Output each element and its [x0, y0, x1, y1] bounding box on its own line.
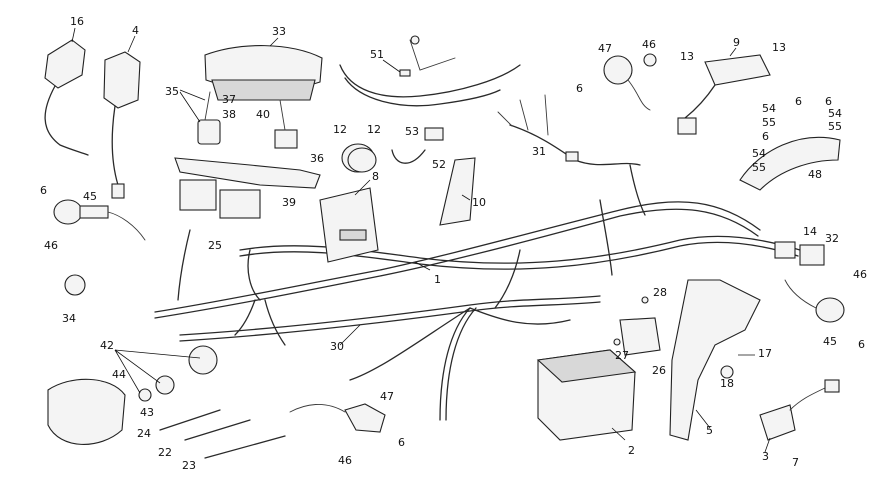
callout-53: 53 — [405, 125, 419, 138]
callout-51: 51 — [370, 48, 384, 61]
connector-block-25 — [179, 179, 261, 219]
callout-10: 10 — [472, 196, 486, 209]
callout-46-right: 46 — [853, 268, 867, 281]
callout-6-e: 6 — [40, 184, 47, 197]
callout-6-f: 6 — [858, 338, 865, 351]
callout-30: 30 — [330, 340, 344, 353]
callout-leaders — [71, 27, 771, 453]
instrument-panel-33 — [204, 45, 323, 149]
callout-13-right: 13 — [772, 41, 786, 54]
callout-42: 42 — [100, 339, 114, 352]
callout-14: 14 — [803, 225, 817, 238]
callout-36: 36 — [310, 152, 324, 165]
handlebar-switch-4 — [103, 51, 141, 199]
callout-17: 17 — [758, 347, 772, 360]
horn-34 — [64, 274, 86, 296]
callout-9: 9 — [733, 36, 740, 49]
callout-13-left: 13 — [680, 50, 694, 63]
callout-27: 27 — [615, 349, 629, 362]
callout-55-a: 55 — [762, 116, 776, 129]
callout-39: 39 — [282, 196, 296, 209]
callout-47-bottom: 47 — [380, 390, 394, 403]
callout-33: 33 — [272, 25, 286, 38]
callout-6-b: 6 — [795, 95, 802, 108]
bracket-5 — [669, 279, 761, 441]
callout-4: 4 — [132, 24, 139, 37]
callout-54-b: 54 — [828, 107, 842, 120]
sensor-3 — [759, 379, 840, 441]
cable-ties — [159, 409, 286, 459]
callout-37: 37 — [222, 93, 236, 106]
callout-54-c: 54 — [752, 147, 766, 160]
callout-2: 2 — [628, 444, 635, 457]
switch-16 — [44, 39, 89, 156]
regulator-9 — [677, 54, 771, 135]
callout-18: 18 — [720, 377, 734, 390]
callout-6-top: 6 — [576, 82, 583, 95]
callout-44: 44 — [112, 368, 126, 381]
callout-46-top: 46 — [642, 38, 656, 51]
callout-6-d: 6 — [762, 130, 769, 143]
callout-22: 22 — [158, 446, 172, 459]
fasteners-28-27 — [613, 296, 649, 346]
callout-28: 28 — [653, 286, 667, 299]
callout-3: 3 — [762, 450, 769, 463]
callout-24: 24 — [137, 427, 151, 440]
switch-18 — [720, 365, 734, 379]
ignition-coil-10 — [439, 157, 476, 226]
callout-46-bottom: 46 — [338, 454, 352, 467]
callout-25: 25 — [208, 239, 222, 252]
callout-35: 35 — [165, 85, 179, 98]
callout-12-b: 12 — [367, 123, 381, 136]
bulb-47-bottom — [289, 403, 386, 433]
headlight-42 — [47, 345, 218, 445]
turn-signal-45-right — [784, 279, 845, 323]
wire-31 — [497, 94, 641, 166]
callout-labels: 16 4 33 35 37 38 40 51 47 46 6 13 9 13 5… — [40, 15, 867, 472]
callout-54-a: 54 — [762, 102, 776, 115]
callout-16: 16 — [70, 15, 84, 28]
callout-45-right: 45 — [823, 335, 837, 348]
callout-1: 1 — [434, 273, 441, 286]
callout-6-g: 6 — [398, 436, 405, 449]
callout-52: 52 — [432, 158, 446, 171]
callout-46-left: 46 — [44, 239, 58, 252]
callout-5: 5 — [706, 424, 713, 437]
callout-47-top: 47 — [598, 42, 612, 55]
rings-12 — [341, 143, 377, 173]
callout-26: 26 — [652, 364, 666, 377]
sensor-35 — [197, 91, 221, 145]
callout-23: 23 — [182, 459, 196, 472]
callout-7: 7 — [792, 456, 799, 469]
callout-8: 8 — [372, 170, 379, 183]
callout-55-b: 55 — [828, 120, 842, 133]
rear-fender-48 — [739, 136, 841, 191]
callout-43: 43 — [140, 406, 154, 419]
callout-12-a: 12 — [333, 123, 347, 136]
callout-32: 32 — [825, 232, 839, 245]
callout-6-c: 6 — [825, 95, 832, 108]
callout-34: 34 — [62, 312, 76, 325]
bulb-47-top — [603, 55, 651, 111]
callout-48: 48 — [808, 168, 822, 181]
battery-2 — [536, 349, 637, 441]
cdi-unit-8 — [319, 187, 379, 263]
callout-38: 38 — [222, 108, 236, 121]
wire-51 — [339, 35, 521, 107]
callout-55-c: 55 — [752, 161, 766, 174]
bracket-36 — [174, 157, 321, 189]
starter-relay-26 — [619, 317, 661, 356]
turn-signal-45-left — [53, 199, 146, 241]
connector-53-52 — [391, 127, 444, 164]
grommet-46-top — [643, 53, 657, 67]
callout-40: 40 — [256, 108, 270, 121]
callout-45-left: 45 — [83, 190, 97, 203]
callout-31: 31 — [532, 145, 546, 158]
relay-14-32 — [774, 241, 825, 266]
